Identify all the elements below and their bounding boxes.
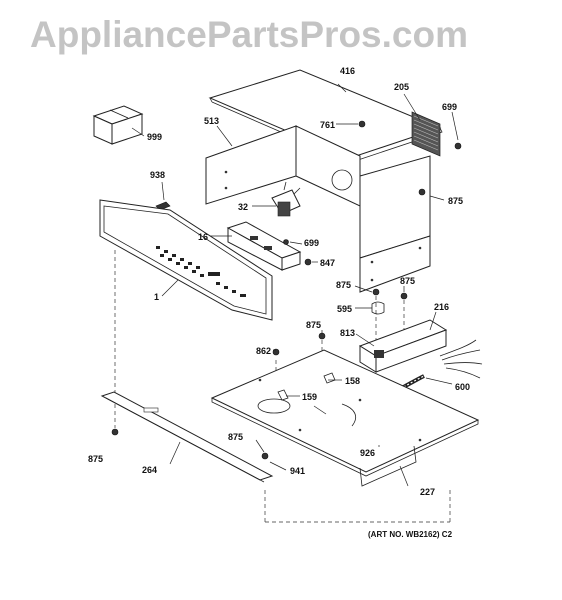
callout-938: 938 [150,170,165,180]
callout-847: 847 [320,258,335,268]
bottom-plate-227 [210,349,480,487]
callout-205: 205 [394,82,409,92]
callout-32: 32 [238,202,248,212]
callout-875-right: 875 [448,196,463,206]
chassis-513 [205,125,431,293]
watermark: AppliancePartsPros.com [30,14,468,55]
callout-875-center: 875 [306,320,321,330]
callout-159: 159 [302,392,317,402]
callout-1: 1 [154,292,159,302]
trim-264 [100,391,274,483]
clip-595 [371,301,385,315]
callout-labels: 416 205 699 513 761 999 875 938 32 16 69… [88,66,470,497]
callout-16: 16 [198,232,208,242]
callout-875-mid-right: 875 [400,276,415,286]
callout-999: 999 [147,132,162,142]
callout-216: 216 [434,302,449,312]
callout-264: 264 [142,465,157,475]
callout-699-mid: 699 [304,238,319,248]
callout-699-top: 699 [442,102,457,112]
box-999 [92,105,144,145]
vent-grille-205 [411,111,441,157]
control-board-16 [226,221,302,271]
callout-513: 513 [204,116,219,126]
callout-761: 761 [320,120,335,130]
bracket-32 [271,181,301,217]
callout-862: 862 [256,346,271,356]
terminal-cover-216 [358,319,448,373]
callout-875-left: 875 [88,454,103,464]
callout-941: 941 [290,466,305,476]
leader-lines [131,83,459,487]
callout-595: 595 [337,304,352,314]
callout-875-mid-left: 875 [336,280,351,290]
callout-416: 416 [340,66,355,76]
control-panel-1 [99,199,273,321]
callout-600: 600 [455,382,470,392]
callout-813: 813 [340,328,355,338]
callout-227: 227 [420,487,435,497]
callout-926: 926 [360,448,375,458]
callout-875-lower: 875 [228,432,243,442]
art-number: (ART NO. WB2162) C2 [368,530,453,539]
callout-158: 158 [345,376,360,386]
